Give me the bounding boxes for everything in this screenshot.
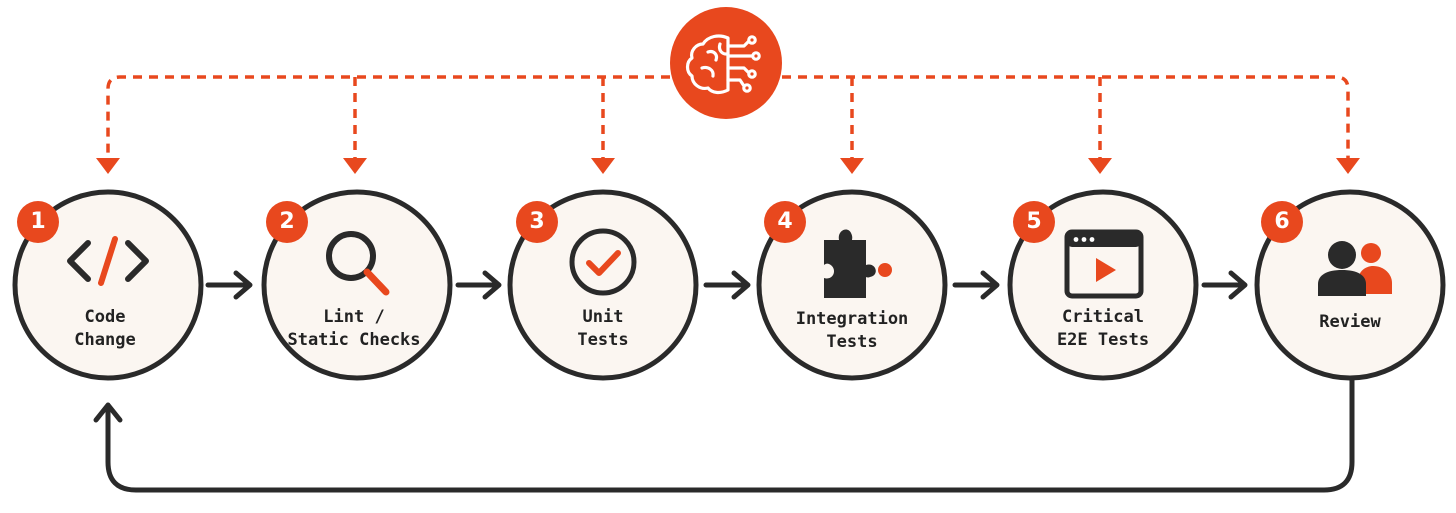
- step-badge-5: [1013, 201, 1055, 243]
- check-circle-icon: [569, 228, 637, 296]
- users-icon: [1318, 241, 1392, 296]
- step-node-6: [1254, 189, 1446, 381]
- step-badge-4: [764, 201, 806, 243]
- step-number-1: 1: [30, 209, 46, 234]
- step-badge-3: [516, 201, 558, 243]
- browser-play-icon: [1064, 229, 1144, 299]
- step-badge-1: [17, 201, 59, 243]
- step-label-2: Lint / Static Checks: [254, 306, 454, 352]
- magnifier-icon: [326, 231, 390, 296]
- hub-distribution-lines: [106, 75, 1350, 160]
- step-node-2: [261, 189, 453, 381]
- step-label-2-line-1: Lint /: [323, 307, 385, 327]
- code-brackets-icon: [67, 236, 149, 286]
- brain-circuit-icon: [685, 34, 761, 95]
- step-label-2-line-2: Static Checks: [287, 330, 421, 350]
- step-badge-6: [1261, 201, 1303, 243]
- step-arrows: [205, 270, 1248, 300]
- step-badge-2: [266, 201, 308, 243]
- step-number-4: 4: [777, 209, 793, 234]
- step-number-6: 6: [1274, 209, 1290, 234]
- feedback-loop-arrowhead: [93, 402, 123, 423]
- step-label-6-line-1: Review: [1319, 312, 1381, 332]
- step-label-5-line-1: Critical: [1062, 307, 1144, 327]
- hub-node: [670, 7, 782, 119]
- step-number-2: 2: [279, 209, 295, 234]
- step-number-5: 5: [1026, 209, 1042, 234]
- step-node-5: [1007, 189, 1199, 381]
- step-label-6: Review: [1250, 311, 1450, 334]
- step-label-1-line-1: Code: [84, 307, 126, 327]
- hub-distribution-arrowheads: [96, 158, 1360, 174]
- step-label-4: Integration Tests: [752, 308, 952, 354]
- step-label-4-line-1: Integration: [795, 309, 909, 329]
- step-label-3-line-1: Unit: [582, 307, 624, 327]
- step-number-3: 3: [529, 209, 545, 234]
- step-label-1: Code Change: [5, 306, 205, 352]
- feedback-loop-arrow: [105, 377, 1355, 493]
- step-node-4: [756, 189, 948, 381]
- step-label-3-line-2: Tests: [577, 330, 629, 350]
- step-node-1: [12, 189, 204, 381]
- step-label-4-line-2: Tests: [826, 332, 878, 352]
- step-node-3: [507, 189, 699, 381]
- step-label-5-line-2: E2E Tests: [1056, 330, 1150, 350]
- step-label-5: Critical E2E Tests: [1003, 306, 1203, 352]
- step-label-1-line-2: Change: [74, 330, 136, 350]
- step-label-3: Unit Tests: [503, 306, 703, 352]
- puzzle-piece-icon: [824, 229, 892, 298]
